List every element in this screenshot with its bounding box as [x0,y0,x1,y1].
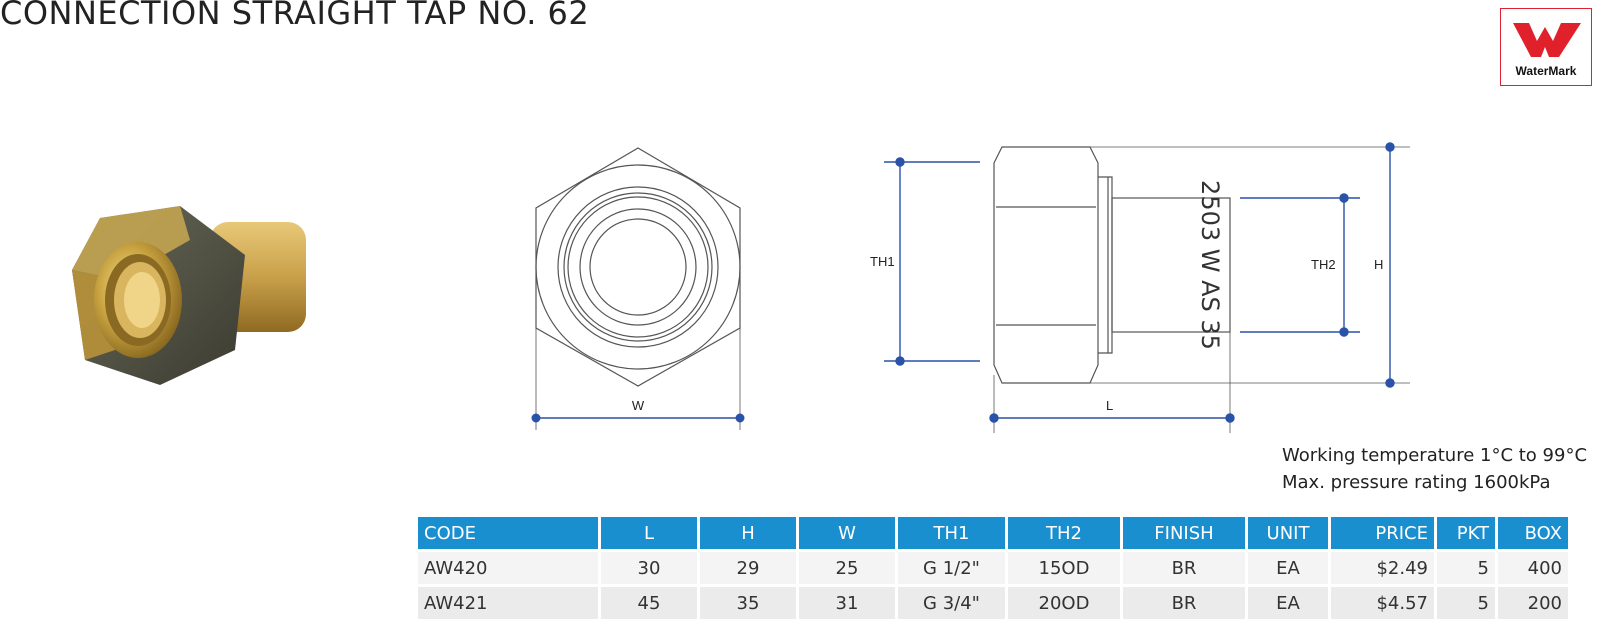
cell-th2: 15OD [1006,549,1123,586]
cell-code: AW421 [418,584,601,619]
col-code: CODE [418,517,601,551]
working-temperature-text: Working temperature 1°C to 99°C [1282,445,1588,466]
col-price: PRICE [1329,517,1437,551]
engraving-text: 2503 W AS 35 [1196,180,1224,350]
page-title: CONNECTION STRAIGHT TAP NO. 62 [0,0,590,32]
col-th2: TH2 [1006,517,1123,551]
cell-finish: BR [1121,549,1248,586]
cell-box: 200 [1496,584,1571,619]
side-view-drawing: 2503 W AS 35 TH1 TH2 H L [870,142,1410,433]
cell-w: 25 [797,549,898,586]
col-box: BOX [1496,517,1571,551]
l-label: L [1106,398,1113,413]
watermark-logo-icon [1513,23,1581,57]
product-table: CODE L H W TH1 TH2 FINISH UNIT PRICE PKT… [418,517,1571,619]
cell-pkt: 5 [1435,584,1498,619]
table-row: AW420 30 29 25 G 1/2" 15OD BR EA $2.49 5… [418,549,1571,586]
specs-block: Working temperature 1°C to 99°C Max. pre… [1282,442,1587,496]
watermark-logo-text: WaterMark [1515,64,1577,78]
col-h: H [698,517,799,551]
col-l: L [599,517,700,551]
h-label: H [1374,257,1383,272]
product-photo [72,206,306,385]
cell-price: $2.49 [1329,549,1437,586]
cell-pkt: 5 [1435,549,1498,586]
cell-finish: BR [1121,584,1248,619]
cell-unit: EA [1246,584,1331,619]
table-row: AW421 45 35 31 G 3/4" 20OD BR EA $4.57 5… [418,584,1571,619]
cell-th1: G 1/2" [896,549,1008,586]
cell-h: 35 [698,584,799,619]
col-pkt: PKT [1435,517,1498,551]
cell-th1: G 3/4" [896,584,1008,619]
col-finish: FINISH [1121,517,1248,551]
cell-code: AW420 [418,549,601,586]
cell-l: 45 [599,584,700,619]
col-th1: TH1 [896,517,1008,551]
cell-unit: EA [1246,549,1331,586]
cell-w: 31 [797,584,898,619]
pressure-rating-text: Max. pressure rating 1600kPa [1282,472,1551,493]
front-view-drawing: W [531,147,745,430]
col-unit: UNIT [1246,517,1331,551]
cell-l: 30 [599,549,700,586]
th2-label: TH2 [1311,257,1336,272]
cell-h: 29 [698,549,799,586]
th1-label: TH1 [870,254,895,269]
cell-box: 400 [1496,549,1571,586]
col-w: W [797,517,898,551]
w-label: W [632,398,645,413]
cell-price: $4.57 [1329,584,1437,619]
table-header-row: CODE L H W TH1 TH2 FINISH UNIT PRICE PKT… [418,517,1571,551]
watermark-logo: WaterMark [1500,8,1592,86]
cell-th2: 20OD [1006,584,1123,619]
